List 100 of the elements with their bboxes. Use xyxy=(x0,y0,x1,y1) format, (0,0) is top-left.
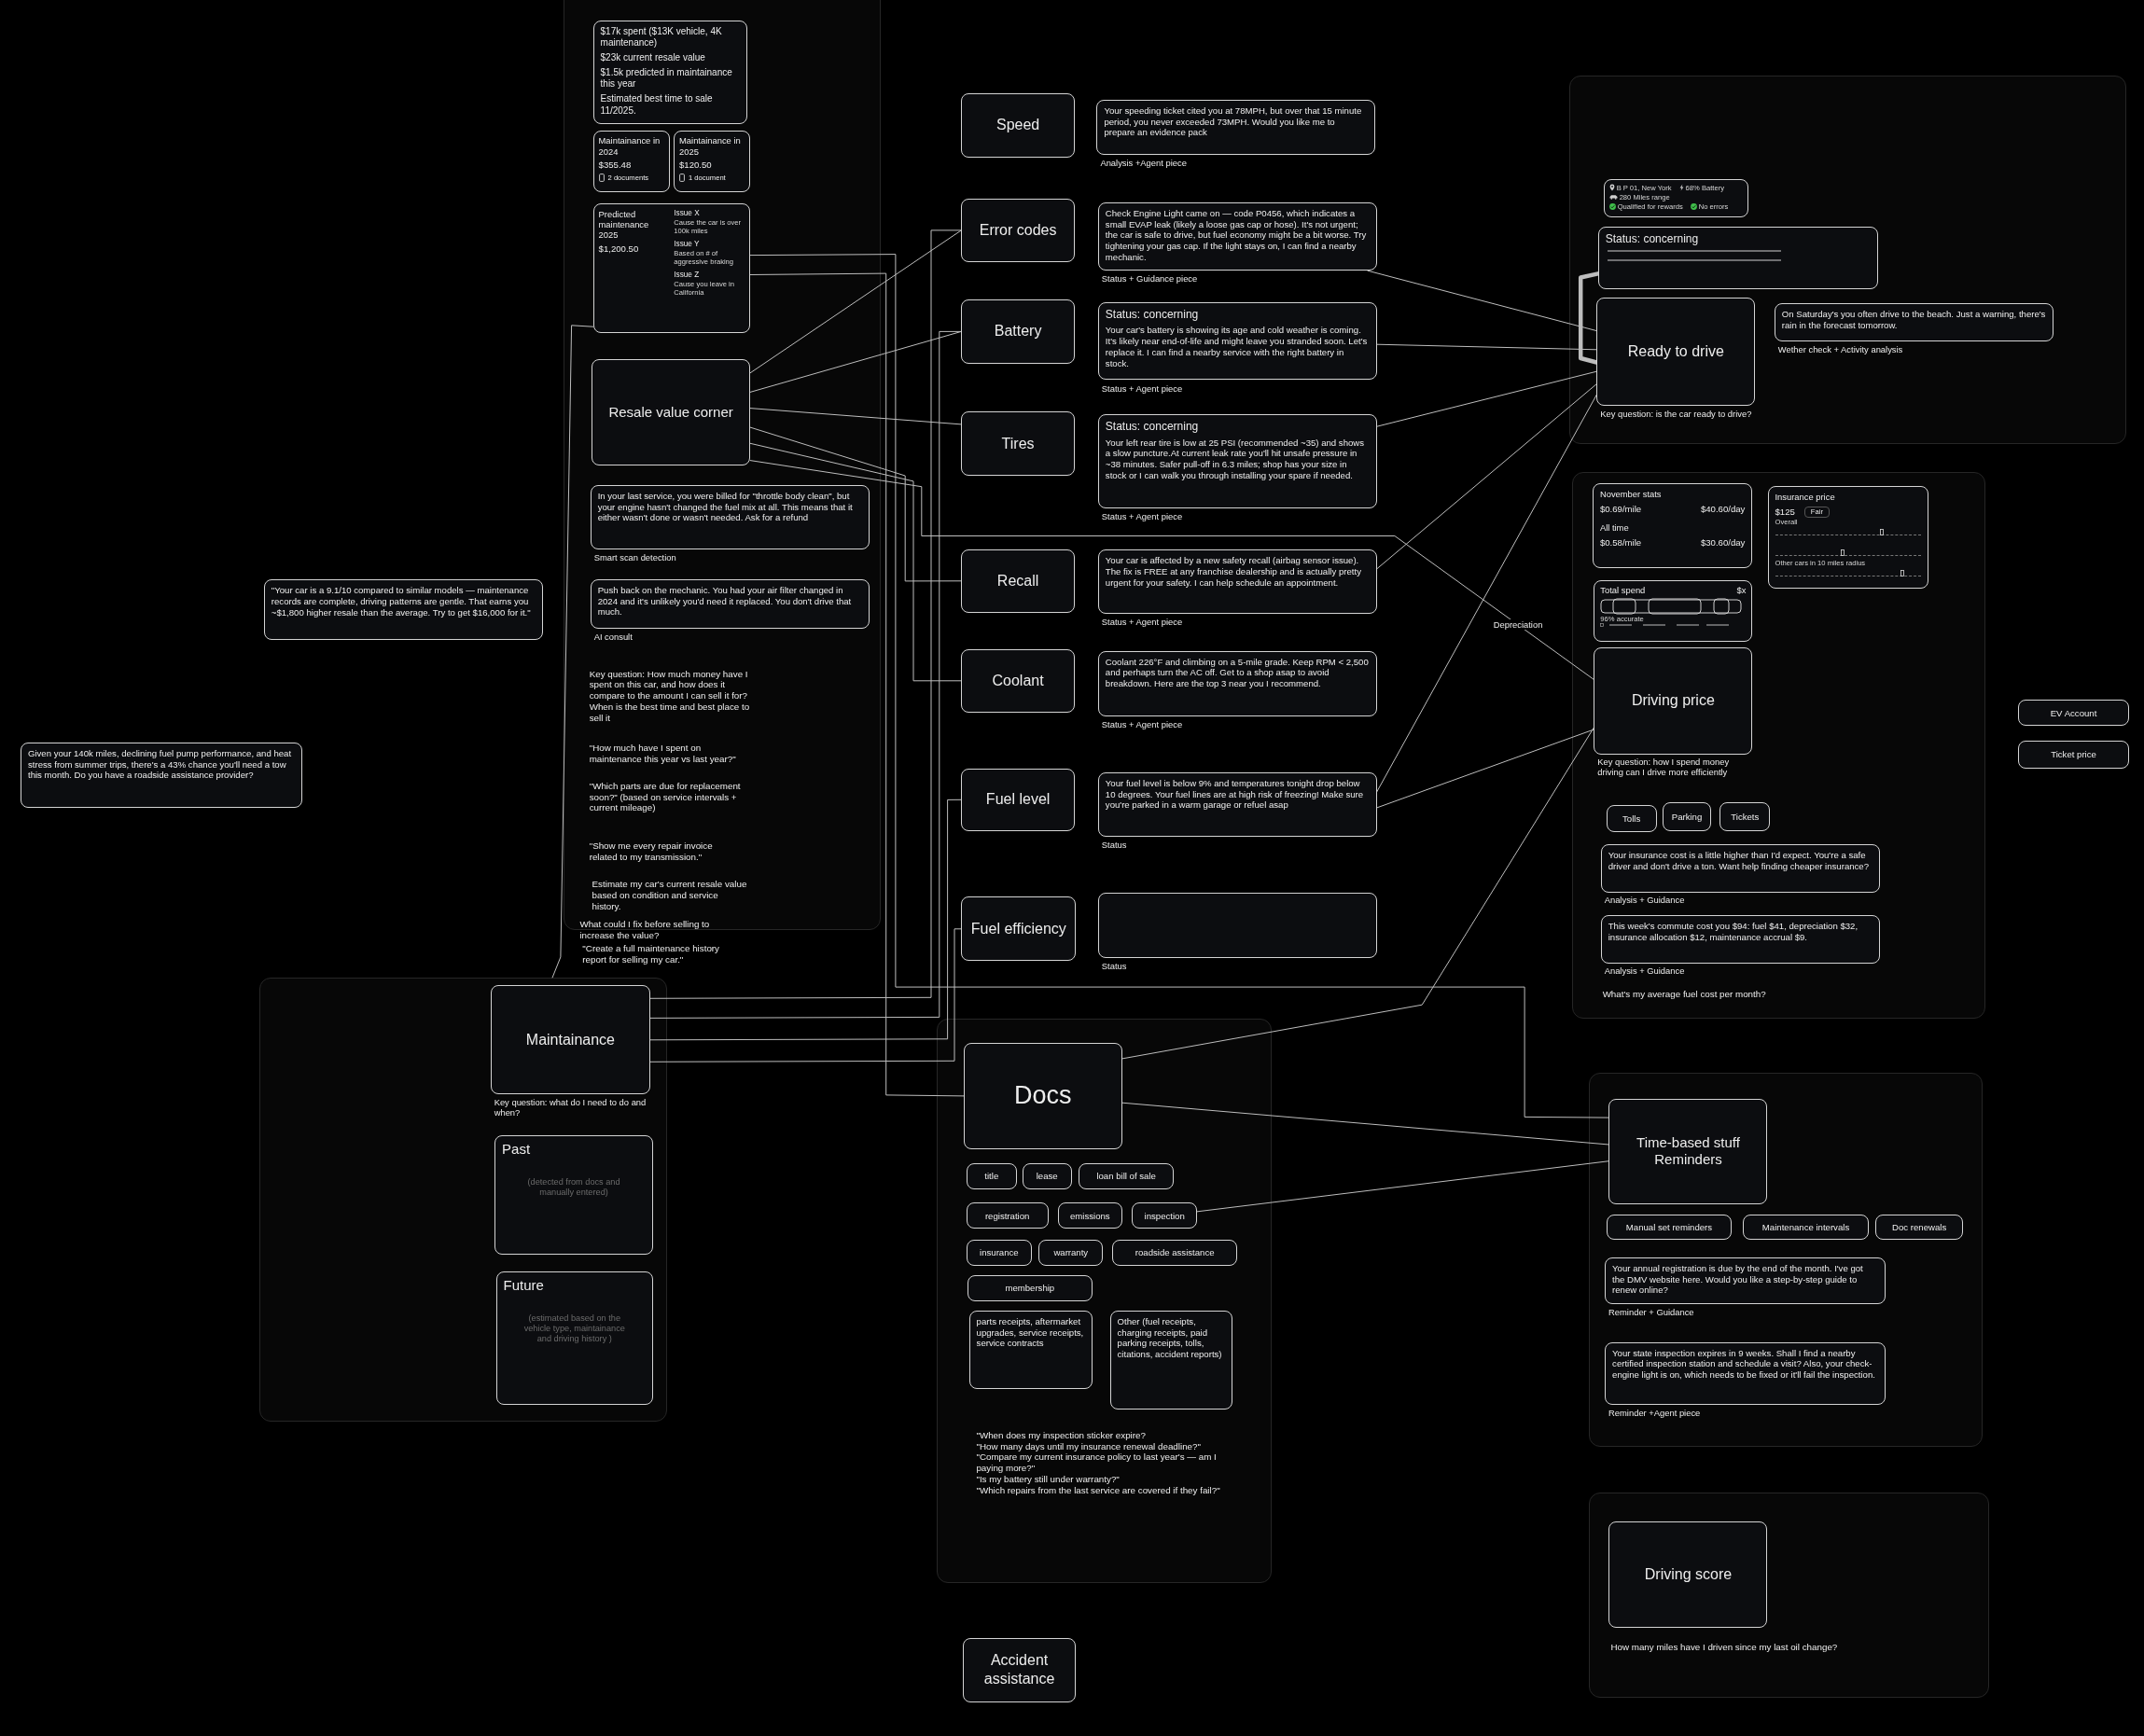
card-text: Check Engine Light came on — code P0456, which indicates a small EVAP leak (likely a loose gas cap or hose). It's not urgent; the car is safe to drive, but fuel economy might be a bit worse. Try tightening your gas cap. If the light stays on, I can find a nearby mechanic. xyxy=(1105,207,1368,263)
status-card xyxy=(1597,226,1879,290)
note-text: "Which parts are due for replacement soon?" (based on service intervals + current mileage) xyxy=(589,780,742,814)
box-title: Docs xyxy=(1014,1080,1072,1111)
note-text: Estimate my car's current resale value based on condition and service history. xyxy=(592,879,748,912)
tag-chip xyxy=(2018,741,2129,769)
stat-value: $0.69/mile xyxy=(1599,503,1642,515)
topic-box xyxy=(1608,1521,1768,1628)
topic-box xyxy=(592,359,751,466)
hint-text: (estimated based on the vehicle type, maintainance and driving history ) xyxy=(522,1312,626,1344)
chip-label: EV Account xyxy=(2050,707,2097,718)
connector-line xyxy=(1367,270,1597,332)
message-card xyxy=(1097,414,1377,509)
tag-chip xyxy=(1875,1215,1964,1240)
topic-box xyxy=(962,1637,1077,1702)
card-heading: Total spend xyxy=(1600,585,1646,596)
message-card xyxy=(1600,915,1880,964)
connector-line xyxy=(649,799,962,1041)
message-card xyxy=(1109,1311,1233,1410)
card-text: In your last service, you were billed for "throttle body clean", but your engine hasn't changed the fuel mix at all. This means that it either wasn't done or wasn't needed. Ask for a refund xyxy=(597,490,854,523)
connector-line xyxy=(749,426,962,582)
card-heading: Insurance price xyxy=(1775,492,1836,503)
stat-card xyxy=(674,131,751,193)
card-text: Your state inspection expires in 9 weeks. Shall I find a nearby certified inspection station and schedule a visit? Also, your check-engine light is on, which needs to be fixed or it'll fail the inspection. xyxy=(1612,1347,1876,1381)
stat-card xyxy=(1767,486,1929,590)
chip-label: title xyxy=(984,1171,999,1182)
caption-text: Key question: what do I need to do and when? xyxy=(494,1097,647,1118)
card-heading: All time xyxy=(1599,522,1630,534)
caption-text: AI consult xyxy=(593,631,633,643)
status-widget xyxy=(1603,178,1748,217)
chip-label: insurance xyxy=(980,1247,1019,1258)
caption-text: Analysis + Guidance xyxy=(1604,965,1686,977)
message-card xyxy=(1600,844,1880,893)
box-title: Resale value corner xyxy=(608,403,733,422)
stat-card xyxy=(1592,483,1753,569)
tag-chip xyxy=(966,1162,1017,1189)
note-text: "When does my inspection sticker expire? xyxy=(976,1429,1147,1441)
frame-panel xyxy=(936,1018,1272,1584)
stat-value: $40.60/day xyxy=(1700,503,1746,515)
connector-line xyxy=(649,928,962,1062)
note-text: Key question: How much money have I spent on this car, and how does it compare to the amount I can sell it for? When is the best time and best place to sell it xyxy=(589,668,751,724)
tag-chip xyxy=(1606,804,1657,833)
message-card xyxy=(1097,893,1377,959)
caption-text: Reminder +Agent piece xyxy=(1608,1407,1702,1418)
card-heading: November stats xyxy=(1599,489,1663,500)
box-title: Driving price xyxy=(1631,691,1715,711)
frame-panel xyxy=(1588,1073,1984,1447)
box-title: Error codes xyxy=(979,220,1057,240)
note-text: "How much have I spent on maintenance this year vs last year?" xyxy=(589,742,737,765)
connector-line xyxy=(749,408,962,425)
frame-panel xyxy=(1569,75,2126,445)
card-text: Your speeding ticket cited you at 78MPH, but over that 15 minute period, you never exceeded 73MPH. Would you like me to prepare an evidence pack xyxy=(1104,105,1363,139)
note-text: How many miles have I driven since my last oil change? xyxy=(1610,1642,1839,1653)
card-heading: Status: concerning xyxy=(1105,307,1200,323)
connector-line xyxy=(749,254,1609,1118)
box-title: Driving score xyxy=(1644,1564,1733,1584)
connector-line xyxy=(1376,394,1597,793)
stat-value: $0.58/mile xyxy=(1599,536,1642,549)
connector-line xyxy=(551,325,594,979)
chip-label: emissions xyxy=(1070,1210,1110,1221)
message-card xyxy=(263,579,543,640)
connector-line xyxy=(1376,729,1594,809)
message-card xyxy=(1097,650,1377,716)
card-text: Estimated best time to sale 11/2025. xyxy=(600,93,714,117)
box-title: Coolant xyxy=(992,671,1044,690)
frame-panel xyxy=(1572,471,1985,1019)
note-text: "Which repairs from the last service are covered if they fail?" xyxy=(976,1484,1221,1496)
message-card xyxy=(590,578,870,629)
card-text: Your insurance cost is a little higher than I'd expect. You're a safe driver and don't drive a ton. Want help finding cheaper insurance? xyxy=(1608,850,1871,872)
topic-box xyxy=(961,411,1075,476)
caption-text: Analysis +Agent piece xyxy=(1100,158,1188,169)
connector-line xyxy=(1376,370,1597,427)
chip-label: loan bill of sale xyxy=(1096,1171,1156,1182)
card-text: parts receipts, aftermarket upgrades, service receipts, service contracts xyxy=(976,1316,1085,1350)
card-heading: Past xyxy=(502,1141,532,1158)
topic-box xyxy=(961,549,1075,613)
chip-label: Ticket price xyxy=(2051,749,2096,760)
stat-card xyxy=(592,131,670,193)
tag-chip xyxy=(1719,801,1771,831)
note-text: "Show me every repair invoice related to my transmission." xyxy=(589,840,714,863)
topic-box xyxy=(961,768,1075,832)
amount-text: $x xyxy=(1736,585,1747,596)
note-text: "Compare my current insurance policy to last year's — am I paying more?" xyxy=(976,1451,1218,1474)
note-text: "Create a full maintenance history report for selling my car." xyxy=(582,943,721,965)
card-heading: Status: concerning xyxy=(1605,231,1700,247)
note-text: What's my average fuel cost per month? xyxy=(1602,988,1767,1000)
card-text: On Saturday's you often drive to the beach. Just a warning, there's rain in the forecast tomorrow. xyxy=(1781,308,2046,331)
message-card xyxy=(968,1311,1093,1389)
card-text: "Your car is a 9.1/10 compared to similar models — maintenance records are complete, driving patterns are gentle. That earns you ~$1,800 higher resale than the average. Try to get $16,000 for it." xyxy=(271,585,532,618)
amount-text: $120.50 xyxy=(679,159,713,170)
connector-line xyxy=(749,460,1594,680)
card-text: Other (fuel receipts, charging receipts, paid parking receipts, tolls, citations, accident reports) xyxy=(1117,1316,1223,1360)
message-card xyxy=(1097,301,1377,381)
card-text: Your car's battery is showing its age and cold weather is coming. It's likely near end-of-life and might leave you stranded soon. Let's replace it. I can find a nearby service with the right battery in stock. xyxy=(1105,325,1369,369)
section-card xyxy=(495,1271,654,1406)
note-text: What could I fix before selling to increase the value? xyxy=(579,918,711,941)
chip-label: Maintenance intervals xyxy=(1761,1222,1850,1233)
connector-line xyxy=(749,330,962,393)
tag-chip xyxy=(1078,1162,1175,1189)
card-heading: Future xyxy=(503,1276,545,1293)
